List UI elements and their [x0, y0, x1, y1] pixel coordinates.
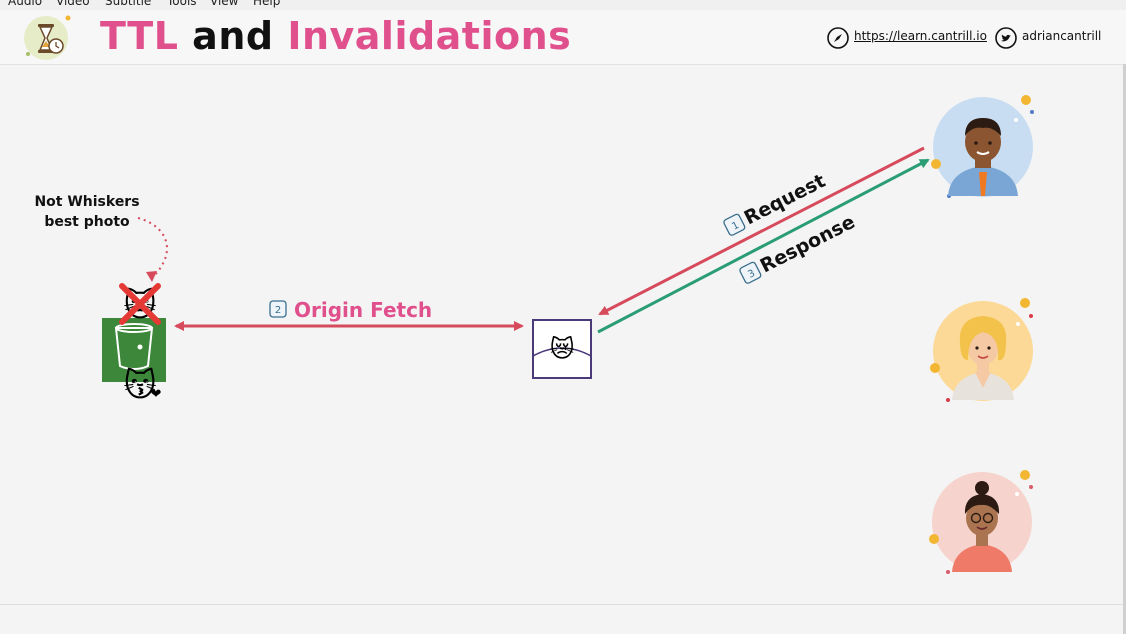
slide-header: TTL and Invalidations https://learn.cant…: [0, 10, 1126, 65]
heart-icon: ❤: [151, 387, 162, 402]
slide-title: TTL and Invalidations: [100, 14, 571, 58]
annotation-arrowhead: [146, 271, 157, 282]
user-avatar-2: [930, 298, 1033, 402]
menu-tools[interactable]: Tools: [167, 0, 197, 8]
user-avatar-3: [929, 470, 1033, 574]
origin-fetch-step-badge: [269, 300, 287, 318]
menu-help[interactable]: Help: [253, 0, 281, 8]
origin-fetch-label: Origin Fetch: [294, 298, 432, 322]
title-and: and: [192, 14, 274, 58]
hourglass-logo-icon: [24, 15, 71, 60]
user-avatar-1: [931, 95, 1034, 198]
window-edge: [1123, 64, 1126, 634]
annotation-line1: Not Whiskers: [34, 194, 139, 210]
response-step-badge: [739, 261, 762, 284]
response-step-number: 3: [746, 268, 757, 281]
menu-view[interactable]: View: [210, 0, 239, 8]
request-step-number: 1: [730, 220, 741, 233]
annotation-dotted-arrow: [137, 217, 168, 279]
annotation-line2: best photo: [44, 214, 130, 230]
edge-location-box: 😿: [532, 319, 592, 379]
s3-bucket-origin: [102, 318, 166, 382]
menu-audio[interactable]: Audio: [8, 0, 43, 8]
twitter-handle[interactable]: adriancantrill: [1022, 29, 1102, 43]
response-label: Response: [757, 211, 859, 277]
request-step-badge: [723, 213, 746, 236]
title-invalidations: Invalidations: [287, 14, 572, 58]
compass-icon: [827, 27, 849, 49]
new-cat-emoji: 😽: [123, 366, 156, 404]
twitter-icon: [995, 27, 1017, 49]
response-arrow: [597, 158, 930, 334]
footer-divider: [0, 604, 1126, 605]
menu-subtitle[interactable]: Subtitle: [105, 0, 152, 8]
svg-text:😿: 😿: [549, 335, 574, 363]
title-ttl: TTL: [100, 14, 179, 58]
origin-fetch-step-number: 2: [275, 305, 281, 316]
website-link[interactable]: https://learn.cantrill.io: [854, 29, 987, 43]
old-cat-emoji-crossed: 🐱: [119, 283, 161, 325]
request-arrow: [598, 146, 925, 316]
menu-video[interactable]: Video: [56, 0, 90, 8]
